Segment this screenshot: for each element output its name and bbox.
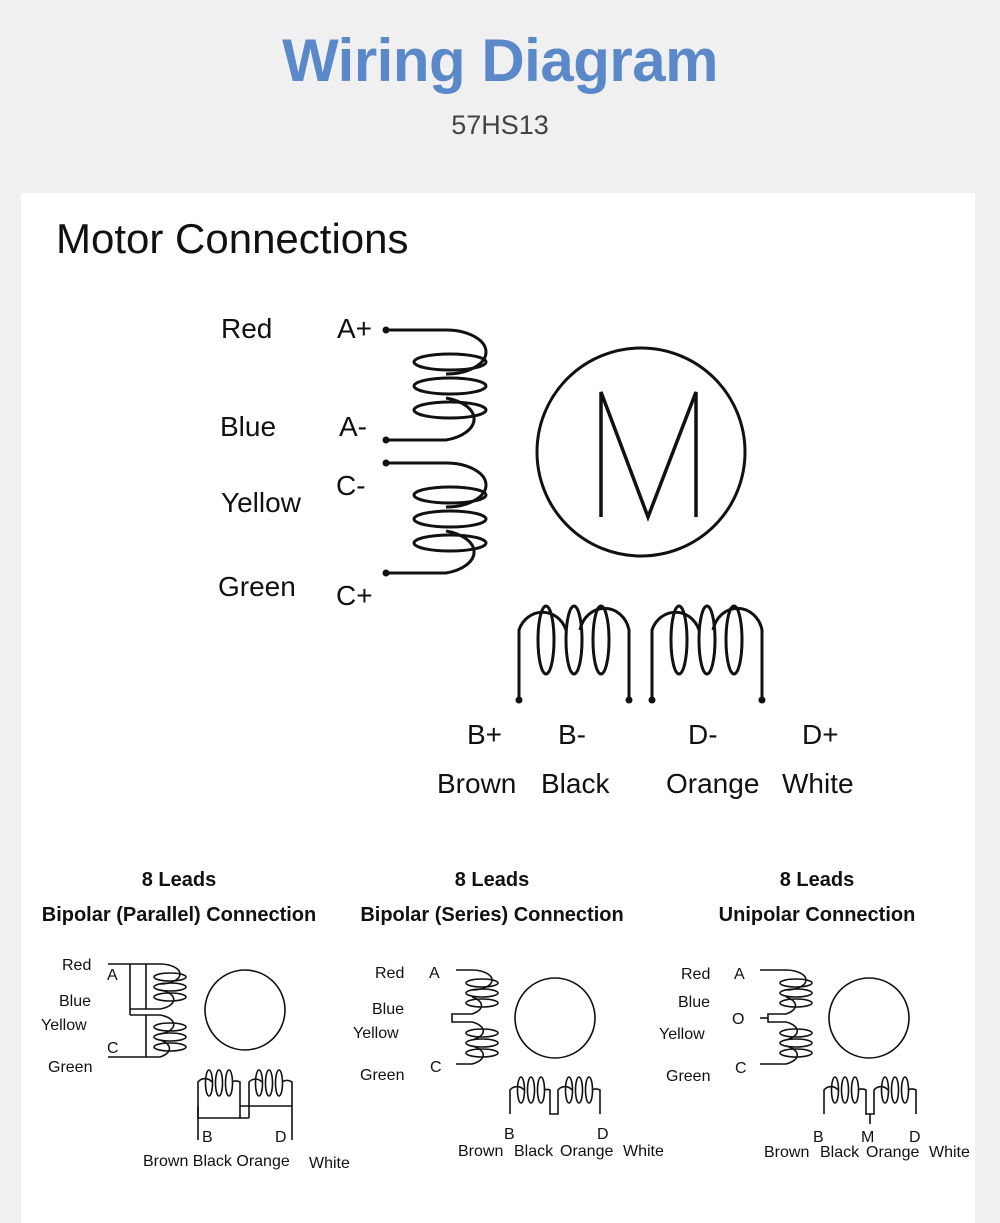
terminal-a-minus: A- bbox=[339, 411, 367, 442]
s3-red: Red bbox=[681, 966, 710, 983]
page-title: Wiring Diagram bbox=[282, 27, 718, 94]
s1-yellow: Yellow bbox=[41, 1017, 87, 1034]
lead-red-label: Red bbox=[221, 313, 272, 344]
s2-term-c: C bbox=[430, 1059, 442, 1076]
s3-yellow: Yellow bbox=[659, 1026, 705, 1043]
main-diagram bbox=[382, 326, 766, 704]
s2-yellow: Yellow bbox=[353, 1025, 399, 1042]
s3-orange: Orange bbox=[866, 1144, 919, 1161]
motor-symbol-m bbox=[599, 391, 698, 522]
s1-blue: Blue bbox=[59, 993, 91, 1010]
motor-circle bbox=[535, 346, 747, 558]
scheme-headings: 8 Leads Bipolar (Parallel) Connection 8 … bbox=[42, 869, 916, 926]
scheme-1-name: Bipolar (Parallel) Connection bbox=[42, 904, 316, 926]
s3-blue: Blue bbox=[678, 994, 710, 1011]
scheme-3-labels: Red Blue Yellow Green A O C B M D Brown … bbox=[659, 966, 970, 1161]
s2-term-d: D bbox=[597, 1126, 609, 1143]
terminal-d-plus: D+ bbox=[802, 719, 839, 750]
scheme-1-leads: 8 Leads bbox=[142, 869, 216, 891]
s3-term-d: D bbox=[909, 1129, 921, 1146]
scheme-2-labels: Red Blue Yellow Green A C B D Brown Blac… bbox=[353, 965, 664, 1160]
scheme-2-leads: 8 Leads bbox=[455, 869, 529, 891]
scheme-3-leads: 8 Leads bbox=[780, 869, 854, 891]
terminal-b-plus: B+ bbox=[467, 719, 502, 750]
diagram-card: Motor Connections bbox=[21, 193, 975, 1223]
s3-brown: Brown bbox=[764, 1144, 809, 1161]
scheme-1-diagram bbox=[108, 963, 293, 1140]
section-title: Motor Connections bbox=[56, 215, 409, 262]
s2-brown: Brown bbox=[458, 1143, 503, 1160]
s3-term-m: M bbox=[861, 1129, 874, 1146]
lead-brown-label: Brown bbox=[437, 768, 516, 799]
scheme-2-name: Bipolar (Series) Connection bbox=[360, 904, 623, 926]
s2-black: Black bbox=[514, 1143, 554, 1160]
s3-term-o: O bbox=[732, 1011, 744, 1028]
s1-term-b: B bbox=[202, 1129, 213, 1146]
s2-red: Red bbox=[375, 965, 404, 982]
s3-term-b: B bbox=[813, 1129, 824, 1146]
s3-black: Black bbox=[820, 1144, 860, 1161]
s1-term-d: D bbox=[275, 1129, 287, 1146]
scheme-2-diagram bbox=[451, 969, 601, 1115]
terminal-a-plus: A+ bbox=[337, 313, 372, 344]
s3-white: White bbox=[929, 1144, 970, 1161]
s2-blue: Blue bbox=[372, 1001, 404, 1018]
lead-orange-label: Orange bbox=[666, 768, 759, 799]
coil-d bbox=[648, 604, 766, 704]
terminal-c-plus: C+ bbox=[336, 580, 373, 611]
terminal-d-minus: D- bbox=[688, 719, 718, 750]
s3-term-c: C bbox=[735, 1060, 747, 1077]
terminal-c-minus: C- bbox=[336, 470, 366, 501]
lead-green-label: Green bbox=[218, 571, 296, 602]
s1-white: White bbox=[309, 1155, 350, 1172]
s1-bottom-leads: Brown Black Orange bbox=[143, 1153, 290, 1170]
s1-term-a: A bbox=[107, 967, 118, 984]
s1-red: Red bbox=[62, 957, 91, 974]
lead-yellow-label: Yellow bbox=[221, 487, 302, 518]
scheme-3-name: Unipolar Connection bbox=[719, 904, 916, 926]
s1-green: Green bbox=[48, 1059, 92, 1076]
lead-black-label: Black bbox=[541, 768, 610, 799]
lead-white-label: White bbox=[782, 768, 854, 799]
s2-term-a: A bbox=[429, 965, 440, 982]
s3-term-a: A bbox=[734, 966, 745, 983]
terminal-b-minus: B- bbox=[558, 719, 586, 750]
s2-term-b: B bbox=[504, 1126, 515, 1143]
scheme-1-labels: Red Blue Yellow Green A C B D Brown Blac… bbox=[41, 957, 350, 1172]
model-number: 57HS13 bbox=[451, 110, 549, 140]
coil-b bbox=[515, 604, 633, 704]
s2-orange: Orange bbox=[560, 1143, 613, 1160]
lead-blue-label: Blue bbox=[220, 411, 276, 442]
s3-green: Green bbox=[666, 1068, 710, 1085]
coil-a bbox=[382, 326, 488, 444]
main-labels: Red A+ Blue A- Yellow C- Green C+ B+ B- … bbox=[218, 313, 854, 799]
scheme-3-diagram bbox=[760, 969, 917, 1124]
s1-term-c: C bbox=[107, 1040, 119, 1057]
coil-c bbox=[382, 459, 488, 577]
s2-white: White bbox=[623, 1143, 664, 1160]
s2-green: Green bbox=[360, 1067, 404, 1084]
